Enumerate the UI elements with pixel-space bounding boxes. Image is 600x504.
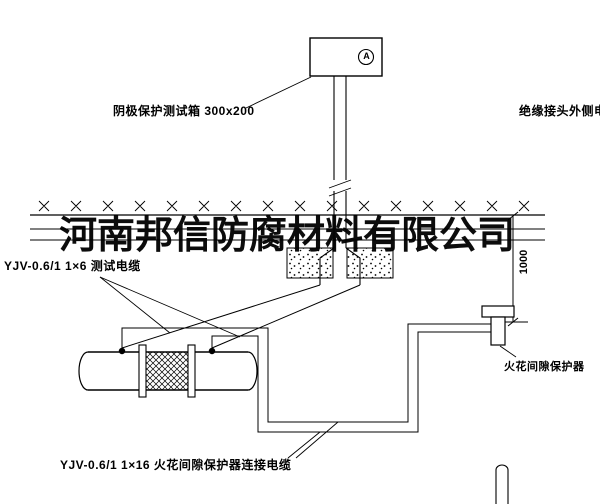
spark-gap-cable-label: YJV-0.6/1 1×16 火花间隙保护器连接电缆 (60, 458, 292, 472)
foundation-blocks (286, 247, 394, 279)
leader-test-cable-2 (99, 276, 241, 338)
leader-lines (99, 76, 517, 459)
dimension-tick-top (507, 211, 519, 221)
meter-circle (357, 48, 375, 66)
leader-spark-label (499, 345, 517, 358)
soil-hatch-marks (38, 200, 530, 212)
flange-left (138, 344, 147, 398)
dimension-tick-bottom (507, 317, 519, 327)
company-watermark: 河南邦信防腐材料有限公司 (58, 212, 515, 257)
test-cable-label: YJV-0.6/1 1×6 测试电缆 (4, 259, 141, 273)
leader-test-cable-1 (99, 276, 171, 334)
riser-symbol (495, 464, 509, 504)
foundation-left (286, 247, 334, 279)
leader-test-box (245, 76, 312, 109)
test-cable-right (211, 284, 361, 349)
leader-spark-cable-1 (287, 431, 321, 459)
cable-weld-dot-left (118, 347, 126, 355)
test-box-label: 阴极保护测试箱 300x200 (113, 104, 255, 118)
watermark-strike-lines (30, 228, 545, 241)
spark-gap-protector (481, 305, 515, 346)
pipeline (78, 344, 258, 398)
cable-weld-dot-right (208, 347, 216, 355)
test-cables (121, 284, 361, 349)
pipe-cap-right (247, 351, 258, 391)
spark-cable-left (121, 323, 491, 423)
meter-letter: A (363, 51, 370, 61)
pipe-break-symbol (328, 179, 352, 197)
spark-cable-right (211, 331, 491, 433)
foundation-right (346, 247, 394, 279)
flange-right (187, 344, 196, 398)
leader-spark-cable-2 (295, 421, 339, 459)
spark-gap-cables (121, 323, 491, 433)
insulated-joint-cable-label: 绝缘接头外侧电缆 (519, 104, 600, 118)
test-cable-left (121, 284, 321, 349)
pipe-cap-left (78, 351, 89, 391)
insulating-joint (138, 344, 196, 398)
spark-gap-label: 火花间隙保护器 (504, 361, 585, 373)
